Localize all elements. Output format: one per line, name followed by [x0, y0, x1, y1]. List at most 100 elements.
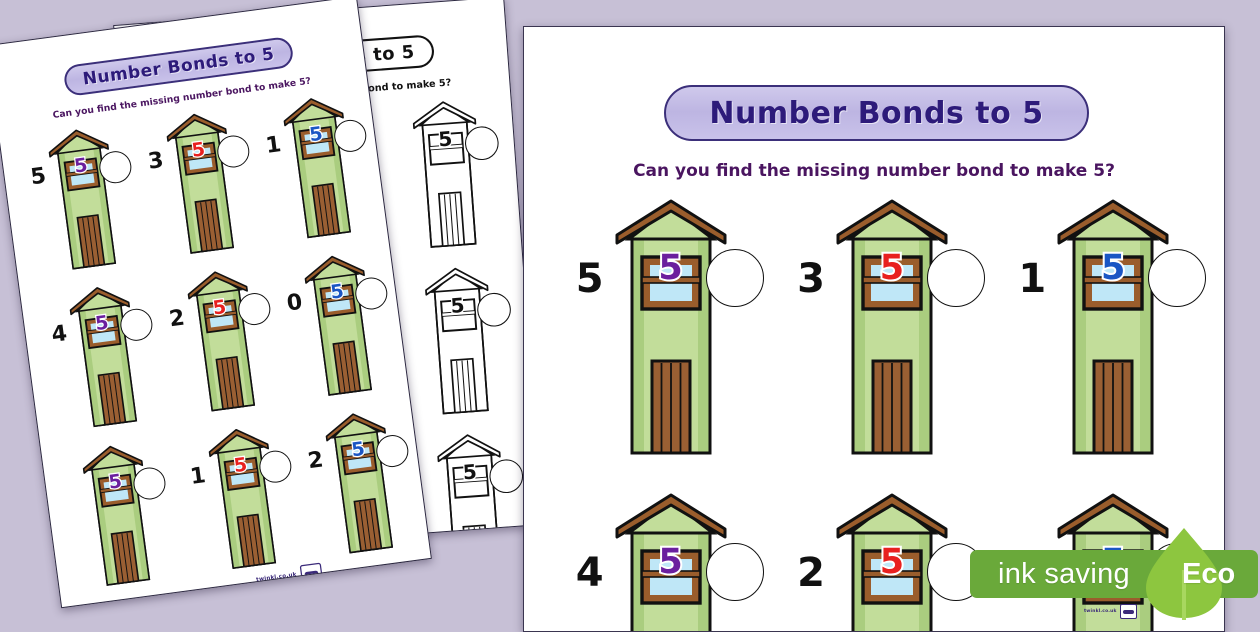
addend-number: 2 [306, 447, 325, 475]
page-subtitle: Can you find the missing number bond to … [633, 161, 1115, 181]
house-with-answer: 5 [300, 249, 390, 396]
preview-sheet-colour[interactable]: Number Bonds to 5 Can you find the missi… [0, 0, 432, 609]
house-icon [612, 489, 730, 631]
answer-blank-circle[interactable] [705, 249, 764, 307]
house-illustration [283, 98, 352, 239]
number-bond-problem: 3 5 [125, 105, 261, 259]
house-icon [162, 107, 244, 254]
number-bond-problem: 0 5 [264, 247, 400, 401]
addend-number: 1 [1018, 256, 1047, 302]
number-bond-problem: 5 5 [7, 121, 143, 275]
number-bond-problem: 3 5 [763, 195, 985, 455]
house-illustration [304, 255, 373, 396]
house-illustration [166, 113, 234, 254]
house-with-answer: 5 [612, 489, 764, 631]
house-with-answer: 5 [321, 407, 411, 554]
house-icon [78, 439, 160, 586]
logo-url-text: twinkl.co.uk [255, 572, 298, 584]
answer-blank-circle[interactable] [705, 543, 764, 601]
house-icon [1054, 195, 1172, 455]
main-worksheet-sheet[interactable]: Number Bonds to 5 Can you find the missi… [523, 26, 1225, 632]
house-illustration [836, 199, 948, 455]
addend-number: 5 [575, 256, 604, 302]
house-with-answer: 5 [1054, 195, 1207, 455]
house-illustration [615, 493, 727, 631]
house-icon [833, 195, 951, 455]
house-icon [321, 407, 403, 554]
eco-badge-eco-label: Eco [1182, 557, 1236, 590]
eco-badge-ink-label: ink saving [998, 557, 1130, 590]
addend-number: 2 [167, 305, 187, 333]
house-with-answer: 5 [183, 265, 272, 412]
number-bond-problem: 2 5 [146, 262, 282, 416]
house-icon [44, 123, 126, 270]
house-icon [300, 249, 382, 396]
house-icon [409, 96, 487, 248]
logo-url-text: twinkl.co.uk [434, 540, 469, 548]
house-illustration [48, 129, 117, 270]
twinkl-logo: twinkl.co.uk [255, 562, 323, 590]
house-with-answer: 5 [78, 439, 168, 586]
answer-blank-circle[interactable] [1148, 249, 1207, 307]
addend-number: 1 [264, 132, 283, 159]
house-with-answer: 5 [204, 422, 293, 570]
house-with-answer: 5 [44, 123, 134, 270]
house-icon [612, 195, 730, 455]
number-bond-problem: 1 5 [167, 420, 303, 574]
house-with-answer: 5 [279, 91, 369, 239]
house-illustration [208, 429, 276, 570]
house-with-answer: 5 [421, 263, 512, 415]
answer-blank-circle[interactable] [926, 249, 985, 307]
house-illustration [615, 199, 727, 455]
addend-number: 2 [797, 550, 825, 596]
addend-number: 4 [50, 321, 69, 348]
main-title-pill: Number Bonds to 5 [664, 85, 1089, 141]
number-bond-problem: 4 5 [28, 278, 164, 432]
twinkl-logo-mark [299, 562, 323, 584]
house-icon [183, 265, 265, 412]
number-bond-problem: 1 5 [985, 195, 1207, 455]
addend-number: 3 [797, 256, 825, 302]
twinkl-logo-mark [471, 533, 491, 551]
house-with-answer: 5 [433, 429, 524, 554]
twinkl-logo: twinkl.co.uk [1084, 604, 1137, 619]
house-with-answer: 5 [833, 195, 985, 455]
house-illustration [187, 271, 255, 412]
house-illustration [326, 413, 394, 554]
house-illustration [424, 267, 489, 415]
leaf-icon [1146, 528, 1222, 620]
twinkl-logo-mark [1119, 604, 1137, 619]
number-bond-problem: 4 5 [542, 489, 764, 631]
house-icon [833, 489, 951, 631]
number-bond-problem: 5 [378, 94, 513, 250]
addend-number: 5 [29, 163, 48, 191]
twinkl-logo: twinkl.co.uk [434, 533, 491, 553]
number-bond-problem: 5 [390, 261, 525, 417]
page-title: Number Bonds to 5 [709, 95, 1044, 131]
house-with-answer: 5 [162, 107, 251, 254]
number-bond-problem: 5 5 [542, 195, 764, 455]
number-bond-problem: 1 5 [243, 89, 379, 243]
preview-front-content: Number Bonds to 5 Can you find the missi… [0, 0, 431, 607]
house-with-answer: 5 [65, 280, 155, 428]
ink-saving-eco-badge: ink saving Eco [964, 528, 1260, 620]
house-with-answer: 5 [409, 96, 500, 248]
house-illustration [83, 445, 151, 586]
addend-number: 0 [285, 289, 304, 317]
number-bond-problem: 2 5 [285, 404, 421, 558]
addend-number: 3 [146, 147, 166, 175]
number-bond-problem: 5 [49, 436, 185, 590]
house-illustration [836, 493, 948, 631]
house-with-answer: 5 [612, 195, 764, 455]
number-bond-problem: 2 5 [763, 489, 985, 631]
addend-number: 4 [575, 550, 604, 596]
house-icon [421, 263, 499, 415]
logo-url-text: twinkl.co.uk [1084, 609, 1117, 614]
house-icon [279, 91, 361, 239]
house-illustration [412, 101, 477, 248]
house-illustration [1057, 199, 1169, 455]
house-icon [65, 280, 147, 428]
preview-front-title: Number Bonds to 5 [81, 43, 276, 90]
